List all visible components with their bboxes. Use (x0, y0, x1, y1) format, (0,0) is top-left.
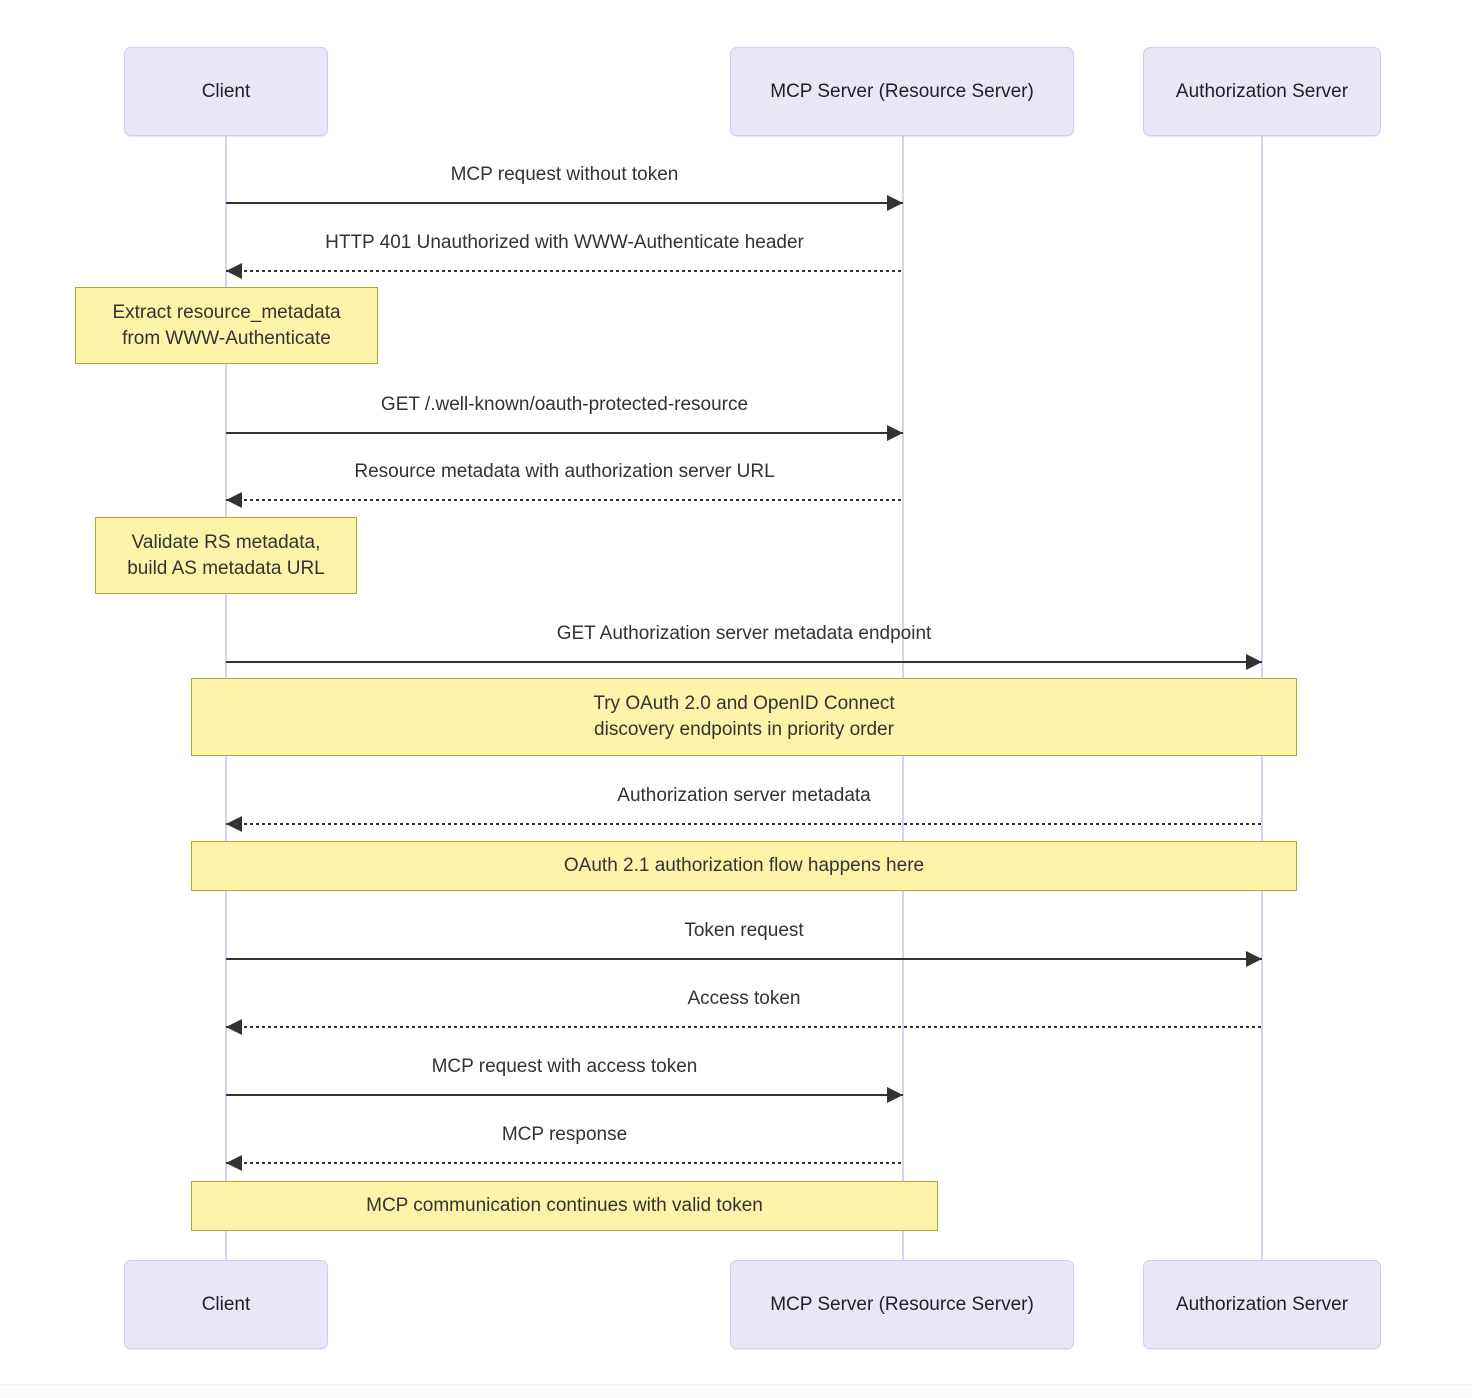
arrowhead-icon (1246, 654, 1262, 670)
note-line: OAuth 2.1 authorization flow happens her… (563, 855, 925, 876)
actor-label: Client (201, 1293, 251, 1315)
arrowhead-icon (226, 263, 242, 279)
note: MCP communication continues with valid t… (191, 1181, 938, 1231)
actor-label: Authorization Server (1175, 80, 1349, 102)
actor-mcp-server-top: MCP Server (Resource Server) (730, 47, 1074, 136)
message-arrow (226, 661, 1262, 663)
arrowhead-icon (887, 1087, 903, 1103)
note: Extract resource_metadata from WWW-Authe… (75, 287, 378, 364)
note: Validate RS metadata, build AS metadata … (95, 517, 357, 594)
note-line: from WWW-Authenticate (122, 327, 331, 349)
message-label: MCP request without token (450, 164, 679, 185)
note-line: Try OAuth 2.0 and OpenID Connect (593, 693, 895, 714)
note-line: build AS metadata URL (127, 557, 325, 579)
message-label: GET /.well-known/oauth-protected-resourc… (380, 394, 749, 415)
note-line: Extract resource_metadata (112, 301, 341, 323)
actor-client-top: Client (124, 47, 328, 136)
message-label: GET Authorization server metadata endpoi… (556, 623, 932, 644)
actor-label: Authorization Server (1175, 1293, 1349, 1315)
page-edge-strip (0, 1384, 1472, 1398)
message-label: HTTP 401 Unauthorized with WWW-Authentic… (325, 232, 804, 253)
message-label: Authorization server metadata (617, 785, 871, 806)
note: Try OAuth 2.0 and OpenID Connect discove… (191, 678, 1297, 756)
actor-client-bottom: Client (124, 1260, 328, 1349)
arrowhead-icon (226, 816, 242, 832)
arrowhead-icon (226, 492, 242, 508)
message-arrow (226, 432, 903, 434)
message-arrow (226, 1162, 903, 1164)
actor-label: MCP Server (Resource Server) (770, 1293, 1034, 1315)
message-arrow (226, 202, 903, 204)
actor-label: Client (201, 80, 251, 102)
message-label: Access token (687, 988, 801, 1009)
note-line: discovery endpoints in priority order (594, 719, 894, 740)
message-arrow (226, 1026, 1262, 1028)
arrowhead-icon (226, 1019, 242, 1035)
message-label: Token request (684, 920, 804, 941)
message-arrow (226, 1094, 903, 1096)
note: OAuth 2.1 authorization flow happens her… (191, 841, 1297, 891)
message-arrow (226, 958, 1262, 960)
message-label: MCP response (501, 1124, 628, 1145)
actor-auth-server-bottom: Authorization Server (1143, 1260, 1381, 1349)
message-label: Resource metadata with authorization ser… (354, 461, 775, 482)
note-line: Validate RS metadata, (131, 531, 321, 553)
actor-mcp-server-bottom: MCP Server (Resource Server) (730, 1260, 1074, 1349)
arrowhead-icon (887, 425, 903, 441)
arrowhead-icon (226, 1155, 242, 1171)
actor-label: MCP Server (Resource Server) (770, 80, 1034, 102)
arrowhead-icon (887, 195, 903, 211)
message-arrow (226, 499, 903, 501)
note-line: MCP communication continues with valid t… (366, 1195, 763, 1216)
arrowhead-icon (1246, 951, 1262, 967)
message-arrow (226, 823, 1262, 825)
actor-auth-server-top: Authorization Server (1143, 47, 1381, 136)
message-arrow (226, 270, 903, 272)
message-label: MCP request with access token (431, 1056, 698, 1077)
